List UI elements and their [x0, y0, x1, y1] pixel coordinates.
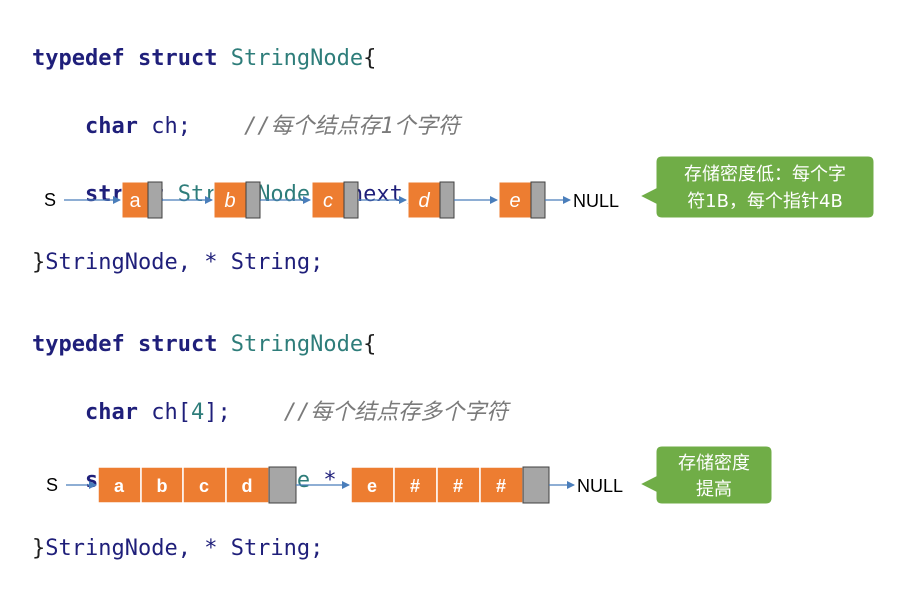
node-char: a	[129, 190, 141, 212]
code-brace: }	[32, 250, 46, 275]
callout-bubble	[638, 155, 875, 219]
node-char: d	[242, 476, 253, 496]
code-line: char ch; //每个结点存1个字符	[32, 110, 460, 144]
code-type: StringNode	[230, 46, 364, 71]
list-node: a b c d	[97, 466, 297, 504]
node-char: b	[224, 190, 235, 212]
code-field: ];	[204, 400, 231, 425]
code-comment: //每个结点存多个字符	[283, 400, 509, 425]
list-node: d	[407, 181, 455, 219]
code-type: StringNode	[230, 332, 364, 357]
code-type: StringNode,	[45, 536, 191, 561]
diagram-2: S a b c d e # # # NULL 存储密	[46, 445, 773, 505]
code-keyword: typedef	[32, 332, 125, 357]
code-comment: //每个结点存1个字符	[243, 114, 460, 139]
callout-text-line: 符1B，每个指针4B	[687, 191, 843, 212]
code-line: }StringNode, * String;	[32, 532, 508, 566]
node-char: d	[418, 190, 430, 212]
diagram-1: S a b c d e	[44, 155, 875, 219]
code-keyword: struct	[137, 332, 218, 357]
code-brace: }	[32, 536, 46, 561]
list-node: e	[498, 181, 546, 219]
list-node: e # # #	[350, 466, 550, 504]
code-field: * String;	[204, 250, 324, 275]
callout-text-line: 提高	[696, 479, 732, 500]
node-char: e	[367, 476, 377, 496]
code-keyword: char	[84, 400, 138, 425]
code-field: * String;	[204, 536, 324, 561]
code-number: 4	[190, 400, 205, 425]
code-line: typedef struct StringNode{	[32, 42, 460, 76]
code-brace: {	[363, 332, 377, 357]
list-node: a	[121, 181, 163, 219]
code-keyword: typedef	[32, 46, 125, 71]
null-label: NULL	[577, 476, 623, 496]
node-char: #	[453, 476, 463, 496]
node-char: c	[199, 476, 209, 496]
node-char: #	[410, 476, 420, 496]
node-char: e	[509, 190, 520, 212]
code-line: char ch[4]; //每个结点存多个字符	[32, 396, 508, 430]
start-pointer-label: S	[46, 475, 58, 495]
code-field: ch;	[151, 114, 191, 139]
code-line: }StringNode, * String;	[32, 246, 460, 280]
null-label: NULL	[573, 191, 619, 211]
callout-bubble	[638, 445, 773, 505]
node-char: c	[323, 190, 333, 212]
code-keyword: struct	[137, 46, 218, 71]
code-type: StringNode,	[45, 250, 191, 275]
node-char: a	[114, 476, 125, 496]
list-node: c	[311, 181, 359, 219]
code-brace: {	[363, 46, 377, 71]
start-pointer-label: S	[44, 190, 56, 210]
node-char: #	[496, 476, 506, 496]
callout-text-line: 存储密度	[678, 453, 750, 474]
callout-text-line: 存储密度低：每个字	[684, 164, 846, 185]
code-field: ch[	[151, 400, 191, 425]
linked-list-diagrams: S a b c d e	[44, 155, 875, 505]
list-node: b	[213, 181, 261, 219]
code-line: typedef struct StringNode{	[32, 328, 508, 362]
node-char: b	[157, 476, 168, 496]
code-keyword: char	[84, 114, 138, 139]
